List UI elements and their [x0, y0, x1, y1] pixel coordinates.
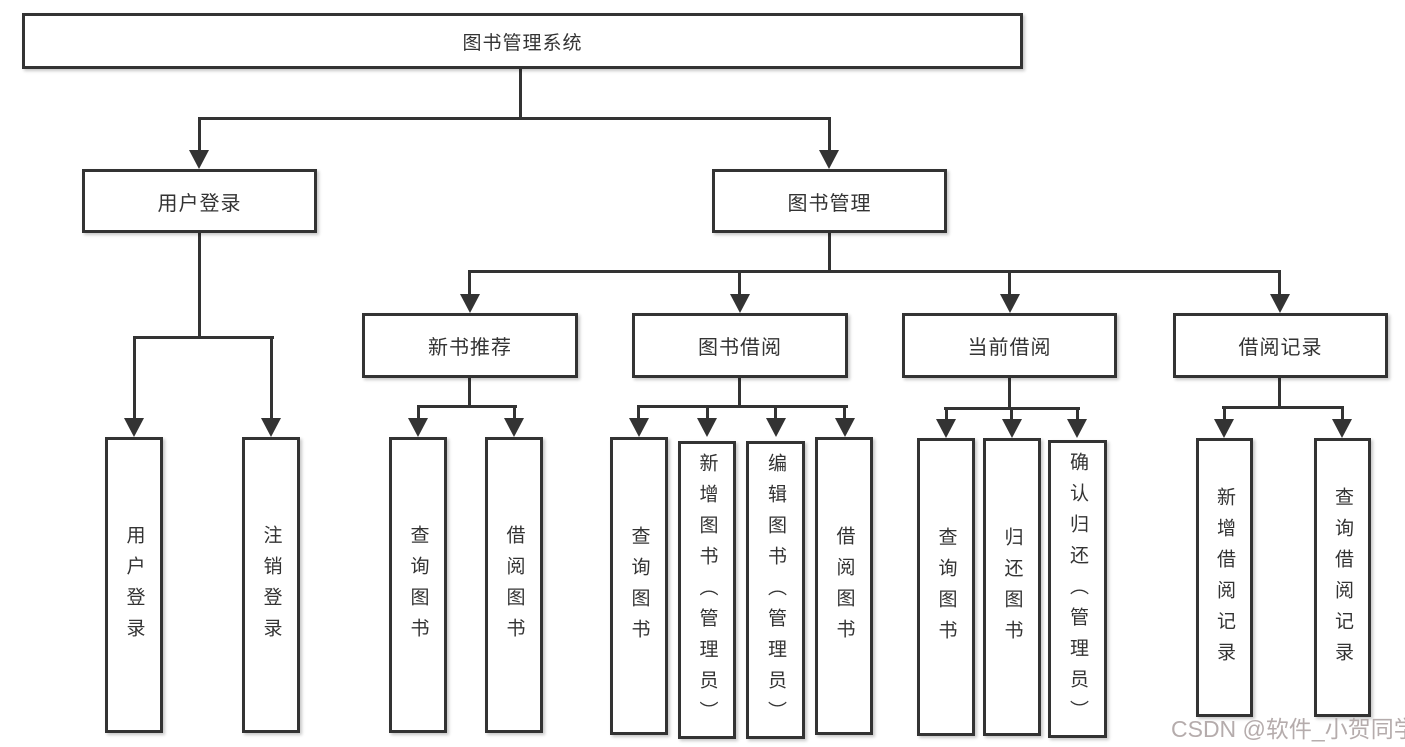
- arrow-down-icon: [1214, 419, 1234, 438]
- connector-line: [738, 270, 741, 297]
- connector-line: [706, 405, 709, 421]
- connector-line: [133, 336, 274, 339]
- watermark: CSDN @软件_小贺同学: [1171, 716, 1405, 742]
- connector-line: [417, 405, 517, 408]
- connector-line: [198, 117, 831, 120]
- node-library-management-system: 图书管理系统: [22, 13, 1023, 69]
- leaf-borrowing-query-books: 查询图书: [610, 437, 668, 735]
- connector-line: [1341, 406, 1344, 422]
- arrow-down-icon: [1067, 419, 1087, 438]
- leaf-logout: 注销登录: [242, 437, 300, 733]
- connector-line: [1076, 407, 1079, 422]
- connector-line: [417, 405, 420, 421]
- connector-line: [637, 405, 848, 408]
- node-book-borrowing: 图书借阅: [632, 313, 848, 378]
- node-borrowing-records: 借阅记录: [1173, 313, 1388, 378]
- connector-line: [774, 405, 777, 421]
- arrow-down-icon: [629, 418, 649, 437]
- arrow-down-icon: [504, 418, 524, 437]
- leaf-user-login: 用户登录: [105, 437, 163, 733]
- arrow-down-icon: [1270, 294, 1290, 313]
- arrow-down-icon: [835, 418, 855, 437]
- connector-line: [133, 336, 136, 421]
- connector-line: [519, 69, 522, 117]
- leaf-borrowing-add-books-admin: 新增图书（管理员）: [678, 441, 736, 739]
- connector-line: [1222, 406, 1344, 409]
- connector-line: [828, 117, 831, 153]
- connector-line: [468, 270, 1281, 273]
- arrow-down-icon: [730, 294, 750, 313]
- arrow-down-icon: [189, 150, 209, 169]
- arrow-down-icon: [1002, 419, 1022, 438]
- node-new-book-recommend: 新书推荐: [362, 313, 578, 378]
- connector-line: [1223, 406, 1226, 422]
- connector-line: [843, 405, 846, 421]
- connector-line: [738, 378, 741, 408]
- leaf-current-query-books: 查询图书: [917, 438, 975, 736]
- connector-line: [198, 117, 201, 153]
- leaf-records-add-record: 新增借阅记录: [1196, 438, 1253, 717]
- arrow-down-icon: [460, 294, 480, 313]
- arrow-down-icon: [1000, 294, 1020, 313]
- arrow-down-icon: [766, 418, 786, 437]
- connector-line: [1010, 407, 1013, 422]
- arrow-down-icon: [936, 419, 956, 438]
- connector-line: [1008, 270, 1011, 297]
- arrow-down-icon: [1332, 419, 1352, 438]
- node-current-borrowing: 当前借阅: [902, 313, 1117, 378]
- arrow-down-icon: [697, 418, 717, 437]
- arrow-down-icon: [819, 150, 839, 169]
- leaf-newbooks-borrow-books: 借阅图书: [485, 437, 543, 733]
- leaf-current-confirm-return-admin: 确认归还（管理员）: [1048, 440, 1107, 738]
- connector-line: [1008, 378, 1011, 410]
- leaf-current-return-books: 归还图书: [983, 438, 1041, 736]
- leaf-newbooks-query-books: 查询图书: [389, 437, 447, 733]
- node-user-login: 用户登录: [82, 169, 317, 233]
- connector-line: [945, 407, 948, 422]
- connector-line: [1278, 378, 1281, 409]
- arrow-down-icon: [124, 418, 144, 437]
- connector-line: [468, 270, 471, 297]
- connector-line: [270, 336, 273, 421]
- connector-line: [198, 233, 201, 339]
- connector-line: [1278, 270, 1281, 297]
- arrow-down-icon: [408, 418, 428, 437]
- node-book-management: 图书管理: [712, 169, 947, 233]
- connector-line: [513, 405, 516, 421]
- arrow-down-icon: [261, 418, 281, 437]
- connector-line: [637, 405, 640, 421]
- leaf-records-query-record: 查询借阅记录: [1314, 438, 1371, 717]
- leaf-borrowing-edit-books-admin: 编辑图书（管理员）: [746, 441, 805, 739]
- leaf-borrowing-borrow-books: 借阅图书: [815, 437, 873, 735]
- connector-line: [828, 233, 831, 273]
- connector-line: [468, 378, 471, 408]
